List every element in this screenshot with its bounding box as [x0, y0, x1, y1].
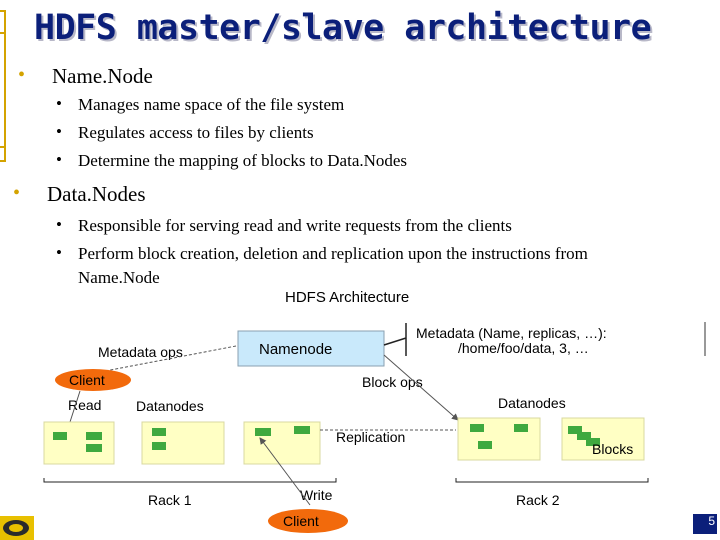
- bullet-dot-icon: •: [56, 94, 62, 113]
- list-item-text: Determine the mapping of blocks to Data.…: [78, 151, 408, 170]
- metadata-line1: Metadata (Name, replicas, …):: [416, 325, 607, 341]
- data-block: [586, 438, 600, 446]
- datanodes-left-label: Datanodes: [136, 398, 204, 414]
- data-block: [152, 428, 166, 436]
- slide-title: HDFS master/slave architecture: [34, 8, 652, 48]
- list-item-text: Name.Node: [78, 268, 160, 287]
- page-number: 5: [693, 514, 717, 534]
- rack1-bracket: [43, 478, 337, 483]
- data-block: [86, 444, 102, 452]
- client-top-label: Client: [69, 372, 105, 388]
- bullet-dot-icon: •: [56, 215, 62, 234]
- section-heading: Data.Nodes: [47, 182, 146, 206]
- data-block: [514, 424, 528, 432]
- list-item: • Determine the mapping of blocks to Dat…: [56, 150, 408, 171]
- list-item-text: Manages name space of the file system: [78, 95, 345, 114]
- list-item-text: Perform block creation, deletion and rep…: [78, 244, 588, 263]
- metadata-ops-arrow: [99, 345, 237, 373]
- read-label: Read: [68, 397, 101, 413]
- data-block: [568, 426, 582, 434]
- metadata-connector: [383, 323, 407, 356]
- list-item-text: Responsible for serving read and write r…: [78, 216, 512, 235]
- data-block: [53, 432, 67, 440]
- list-item-text: Regulates access to files by clients: [78, 123, 314, 142]
- data-block: [294, 426, 310, 434]
- data-block: [255, 428, 271, 436]
- bullet-namenode: • Name.Node: [18, 64, 153, 89]
- bullet-dot-icon: •: [56, 122, 62, 141]
- datanode-box: [43, 421, 115, 465]
- client-bottom-label: Client: [283, 513, 319, 529]
- datanode-box: [561, 417, 645, 461]
- namenode-label: Namenode: [259, 341, 332, 358]
- rack2-label: Rack 2: [516, 492, 560, 508]
- client-bottom: [268, 509, 348, 533]
- data-block: [86, 432, 102, 440]
- rack2-bracket: [455, 478, 649, 483]
- metadata-ops-label: Metadata ops: [98, 344, 183, 360]
- data-block: [478, 441, 492, 449]
- blocks-label: Blocks: [592, 441, 633, 457]
- datanodes-right-label: Datanodes: [498, 395, 566, 411]
- list-item: • Regulates access to files by clients: [56, 122, 314, 143]
- block-ops-label: Block ops: [362, 374, 423, 390]
- bullet-datanodes: • Data.Nodes: [13, 182, 146, 207]
- metadata-line2: /home/foo/data, 3, …: [458, 340, 589, 356]
- decorative-left-bar: [0, 10, 6, 162]
- section-heading: Name.Node: [52, 64, 153, 88]
- bullet-dot-icon: •: [18, 64, 26, 86]
- bullet-dot-icon: •: [13, 182, 21, 204]
- list-item: • Perform block creation, deletion and r…: [56, 243, 588, 264]
- replication-label: Replication: [336, 429, 405, 445]
- list-item-continuation: Name.Node: [78, 268, 160, 288]
- footer-logo-icon: [0, 516, 34, 540]
- write-arrow: [259, 437, 311, 506]
- list-item: • Manages name space of the file system: [56, 94, 345, 115]
- data-block: [470, 424, 484, 432]
- bullet-dot-icon: •: [56, 150, 62, 169]
- list-item: • Responsible for serving read and write…: [56, 215, 512, 236]
- client-top: [55, 369, 131, 391]
- data-block: [577, 432, 591, 440]
- write-label: Write: [300, 487, 333, 503]
- block-ops-arrow: [383, 354, 459, 421]
- diagram-title: HDFS Architecture: [285, 289, 409, 306]
- bullet-dot-icon: •: [56, 243, 62, 262]
- read-arrow: [69, 390, 81, 423]
- data-block: [152, 442, 166, 450]
- rack1-label: Rack 1: [148, 492, 192, 508]
- namenode-box: [237, 330, 385, 367]
